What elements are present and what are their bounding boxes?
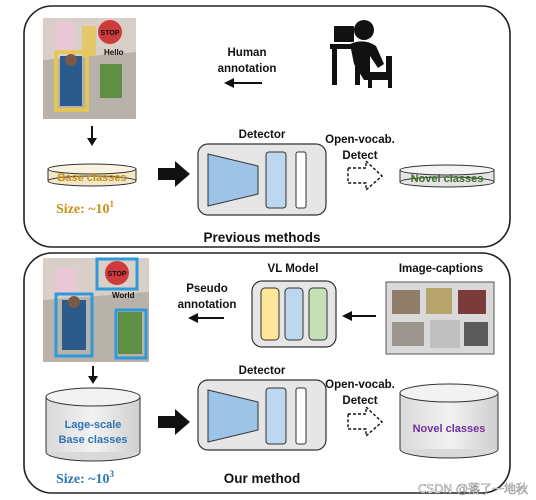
previous-methods-panel: STOP Hello Human annotation (23, 5, 511, 248)
street-photo-top: STOP Hello (43, 18, 136, 119)
annotation-box-yellow (54, 50, 89, 112)
arrow-to-detector-bottom (158, 409, 190, 435)
wall-text-bottom: World (112, 291, 135, 300)
our-method-panel: STOP World Pseudo annotation VL Model (23, 252, 511, 494)
annotation-arrow-left (224, 78, 262, 88)
pseudo-arrow-left (188, 313, 224, 323)
captions-to-vl-arrow (342, 311, 376, 321)
photo-down-arrow-bottom (88, 366, 98, 384)
street-photo-bottom: STOP World (43, 257, 149, 362)
base-classes-cylinder: Lage-scale Base classes (45, 387, 141, 462)
csdn-watermark: CSDN @落了一地秋 (418, 482, 528, 496)
stop-sign-text-bottom: STOP (108, 271, 127, 278)
image-captions-grid (385, 281, 495, 355)
photo-down-arrow (87, 126, 97, 146)
base-classes-disc: Base classes (47, 163, 137, 187)
size-label-top: Size: ~101 (56, 199, 115, 217)
open-vocab-label-top-1: Open-vocab. (325, 134, 395, 146)
person-at-desk-icon (330, 20, 392, 88)
wall-text: Hello (104, 48, 124, 57)
base-classes-label: Base classes (57, 172, 126, 184)
vl-model-box (251, 280, 337, 348)
detector-label-bottom: Detector (239, 365, 286, 377)
annotation-box-person (54, 292, 94, 358)
annotation-box-figure (114, 308, 148, 360)
pseudo-annotation-label-2: annotation (178, 299, 237, 311)
detector-label-top: Detector (239, 129, 286, 141)
dashed-arrow-bottom (347, 405, 384, 438)
open-vocab-label-bottom-2: Detect (342, 395, 377, 407)
novel-classes-label-bottom: Novel classes (413, 423, 486, 435)
novel-classes-label-top: Novel classes (411, 173, 484, 185)
stop-sign-text: STOP (101, 30, 120, 37)
open-vocab-label-bottom-1: Open-vocab. (325, 379, 395, 391)
vl-model-label: VL Model (268, 263, 319, 275)
our-method-caption: Our method (224, 471, 301, 486)
annotation-box-stop (95, 257, 139, 291)
pseudo-annotation-label-1: Pseudo (186, 283, 228, 295)
lage-scale-label-1: Lage-scale (65, 419, 122, 431)
dashed-arrow-top (347, 159, 384, 192)
arrow-to-detector-top (158, 161, 190, 187)
human-annotation-label-2: annotation (218, 63, 277, 75)
size-label-bottom: Size: ~103 (56, 469, 115, 487)
detector-box-bottom (197, 379, 327, 451)
human-annotation-label-1: Human (228, 47, 267, 59)
open-vocab-label-top-2: Detect (342, 150, 377, 162)
previous-methods-caption: Previous methods (203, 230, 320, 245)
lage-scale-label-2: Base classes (58, 434, 127, 446)
image-captions-label: Image-captions (399, 263, 483, 275)
novel-classes-cylinder: Novel classes (399, 383, 499, 459)
novel-classes-disc-top: Novel classes (399, 164, 495, 188)
detector-box-top (197, 143, 327, 216)
